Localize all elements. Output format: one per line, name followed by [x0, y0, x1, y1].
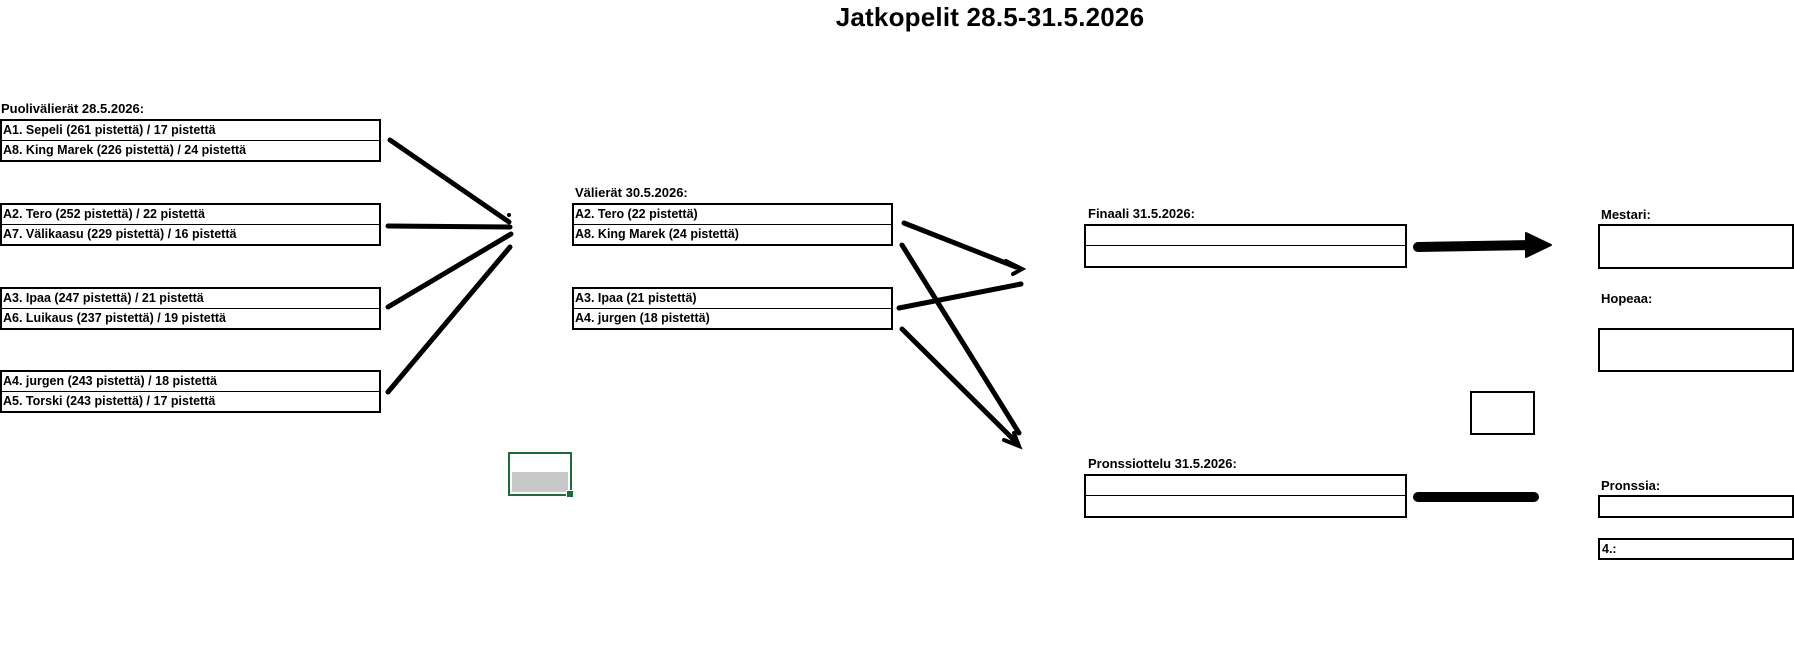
selected-cell-fill: [512, 472, 568, 492]
silver-box[interactable]: [1598, 328, 1794, 372]
bronze-match-label: Pronssiottelu 31.5.2026:: [1088, 456, 1237, 471]
fourth-place-box[interactable]: 4.:: [1598, 538, 1794, 560]
arrow-head: [1002, 431, 1023, 450]
quarterfinal-match-3: A3. Ipaa (247 pistettä) / 21 pistettä A6…: [0, 287, 381, 330]
arrow-head: [1525, 232, 1552, 258]
match-slot[interactable]: A7. Välikaasu (229 pistettä) / 16 pistet…: [3, 226, 237, 241]
semifinal-match-1: A2. Tero (22 pistettä) A8. King Marek (2…: [572, 203, 893, 246]
silver-label: Hopeaa:: [1601, 291, 1653, 306]
arrow-dot: [507, 213, 511, 217]
arrow-head: [1004, 259, 1027, 276]
match-slot[interactable]: A2. Tero (22 pistettä): [574, 205, 891, 225]
arrow-line: [385, 231, 514, 310]
bronze-label: Pronssia:: [1601, 478, 1661, 493]
arrow-line: [387, 137, 512, 225]
bronze-box[interactable]: [1598, 495, 1794, 518]
match-slot[interactable]: A5. Torski (243 pistettä) / 17 pistettä: [3, 393, 216, 408]
fill-handle[interactable]: [566, 490, 574, 498]
quarterfinals-label: Puolivälierät 28.5.2026:: [1, 101, 145, 116]
match-slot[interactable]: A4. jurgen (18 pistettä): [575, 310, 710, 325]
quarterfinal-match-2: A2. Tero (252 pistettä) / 22 pistettä A7…: [0, 203, 381, 246]
selected-cell[interactable]: [508, 452, 574, 498]
final-label: Finaali 31.5.2026:: [1088, 206, 1195, 221]
arrow-line: [385, 244, 513, 395]
quarterfinal-match-4: A4. jurgen (243 pistettä) / 18 pistettä …: [0, 370, 381, 413]
arrow-line: [385, 223, 513, 230]
match-slot[interactable]: A3. Ipaa (247 pistettä) / 21 pistettä: [2, 289, 379, 309]
page-title: Jatkopelit 28.5-31.5.2026: [835, 2, 1145, 32]
arrow-line: [899, 326, 1019, 445]
champion-box[interactable]: [1598, 224, 1794, 269]
arrow-line: [1413, 240, 1541, 252]
quarterfinal-match-1: A1. Sepeli (261 pistettä) / 17 pistettä …: [0, 119, 381, 162]
empty-cell-box[interactable]: [1470, 391, 1535, 435]
arrow-line: [901, 220, 1019, 270]
semifinal-match-2: A3. Ipaa (21 pistettä) A4. jurgen (18 pi…: [572, 287, 893, 330]
match-slot[interactable]: [1086, 476, 1405, 496]
match-slot[interactable]: A6. Luikaus (237 pistettä) / 19 pistettä: [3, 310, 226, 325]
arrow-line: [896, 281, 1024, 311]
bronze-match: [1084, 474, 1407, 518]
fourth-place-label: 4.:: [1602, 542, 1617, 556]
match-slot[interactable]: A8. King Marek (226 pistettä) / 24 piste…: [3, 142, 247, 157]
semifinals-label: Välierät 30.5.2026:: [575, 185, 688, 200]
match-slot[interactable]: A2. Tero (252 pistettä) / 22 pistettä: [2, 205, 379, 225]
arrow-line: [899, 242, 1022, 436]
match-slot[interactable]: A3. Ipaa (21 pistettä): [574, 289, 891, 309]
match-slot[interactable]: A4. jurgen (243 pistettä) / 18 pistettä: [2, 372, 379, 392]
champion-label: Mestari:: [1601, 207, 1651, 222]
match-slot[interactable]: A8. King Marek (24 pistettä): [575, 226, 739, 241]
match-slot[interactable]: A1. Sepeli (261 pistettä) / 17 pistettä: [2, 121, 379, 141]
final-match: [1084, 224, 1407, 268]
match-slot[interactable]: [1086, 226, 1405, 246]
